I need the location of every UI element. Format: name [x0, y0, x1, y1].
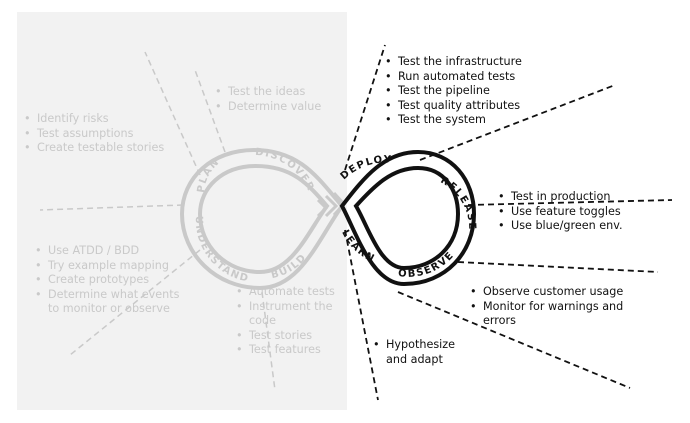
observe-activities: Observe customer usageMonitor for warnin… — [469, 285, 623, 329]
dashed-line — [39, 204, 184, 211]
stage-label-understand: UNDERSTAND — [193, 216, 251, 285]
left-loop: PLAN DISCOVER UNDERSTAND BUILD — [179, 147, 347, 291]
activity-item: Test assumptions — [23, 127, 164, 142]
activity-item: Test quality attributes — [384, 99, 522, 114]
right-loop-inner — [353, 165, 461, 271]
activity-item: Create prototypes — [34, 273, 179, 288]
activity-item: Test the infrastructure — [384, 55, 522, 70]
activity-item: Run automated tests — [384, 70, 522, 85]
deploy-activities: Test the infrastructureRun automated tes… — [384, 55, 522, 128]
activity-item: Use blue/green env. — [497, 219, 623, 234]
build-activities: Automate testsInstrument thecodeTest sto… — [235, 285, 335, 358]
activity-item: Use feature toggles — [497, 205, 623, 220]
dashed-line — [344, 44, 386, 171]
discover-activities: Test the ideasDetermine value — [214, 85, 321, 114]
activity-item: Test the ideas — [214, 85, 321, 100]
activity-item: Try example mapping — [34, 259, 179, 274]
activity-item: Determine value — [214, 100, 321, 115]
activity-item: Automate tests — [235, 285, 335, 300]
activity-item: Test in production — [497, 190, 623, 205]
chevron-right-icon — [324, 194, 339, 218]
activity-item: Observe customer usage — [469, 285, 623, 300]
dashed-line — [261, 291, 276, 391]
dashed-line — [194, 69, 226, 153]
activity-item: Use ATDD / BDD — [34, 244, 179, 259]
understand-activities: Use ATDD / BDDTry example mappingCreate … — [34, 244, 179, 317]
dashed-line — [144, 51, 201, 176]
left-loop-outer — [179, 147, 345, 291]
right-loop-outer — [339, 149, 477, 287]
activity-item: Test the system — [384, 113, 522, 128]
activity-item: Test stories — [235, 329, 335, 344]
release-activities: Test in productionUse feature togglesUse… — [497, 190, 623, 234]
chevron-right-icon — [316, 198, 329, 218]
activity-item: Identify risks — [23, 112, 164, 127]
dashed-line — [397, 291, 631, 389]
right-loop: DEPLOY RELEASE OBSERVE LEARN — [339, 149, 477, 287]
activity-item: Test the pipeline — [384, 84, 522, 99]
plan-activities: Identify risksTest assumptionsCreate tes… — [23, 112, 164, 156]
activity-item: Test features — [235, 343, 335, 358]
dashed-line — [344, 229, 379, 401]
dashed-line — [457, 261, 659, 273]
activity-item: Create testable stories — [23, 141, 164, 156]
left-loop-inner — [197, 163, 330, 275]
